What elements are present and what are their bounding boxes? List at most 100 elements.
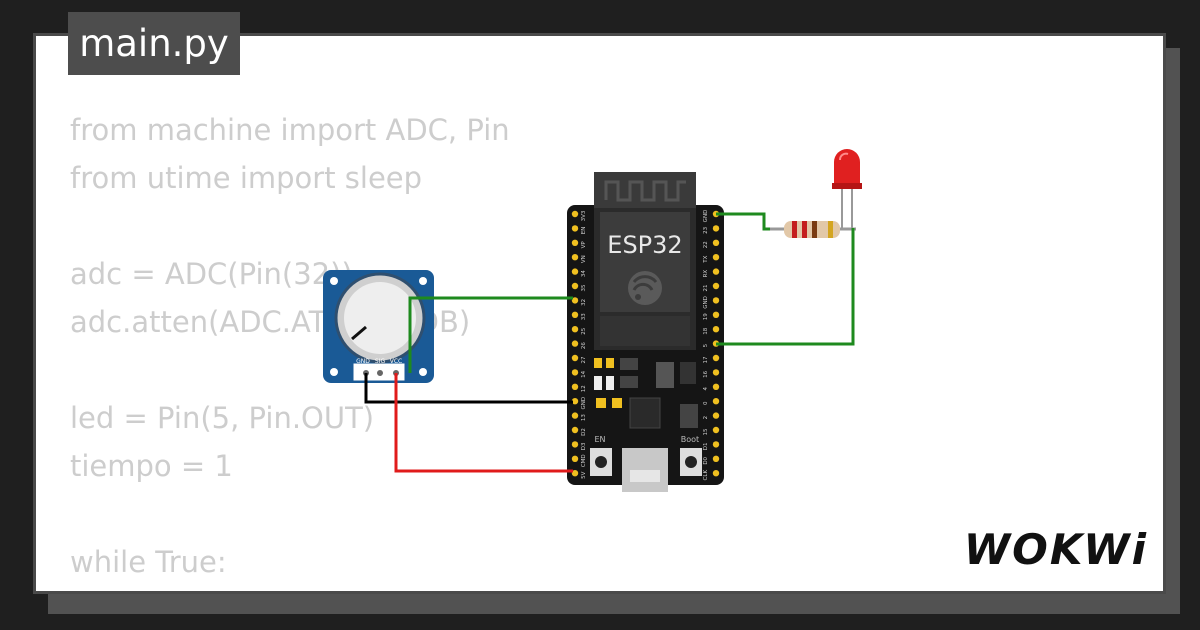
code-line: led = Pin(5, Pin.OUT) (70, 401, 375, 435)
pot-pin-sig: SIG (375, 358, 386, 365)
pin-label-right: D0 (703, 456, 709, 464)
pin-left-11[interactable] (571, 369, 579, 376)
pin-label-right: 19 (703, 313, 709, 320)
pin-label-left: 12 (581, 385, 587, 392)
pot-pin-gnd: GND (356, 358, 370, 365)
pin-right-6[interactable] (712, 297, 720, 304)
pin-label-left: VN (581, 255, 587, 263)
code-line: adc = ADC(Pin(32)) (70, 257, 353, 291)
pin-left-14[interactable] (571, 412, 579, 419)
pin-right-10[interactable] (712, 354, 720, 362)
pin-left-13[interactable] (571, 398, 579, 405)
wire-5-to-led (716, 228, 855, 346)
pin-right-16[interactable] (712, 441, 720, 448)
pin-right-7[interactable] (712, 311, 720, 318)
pin-label-left: 33 (581, 313, 587, 320)
pin-left-10[interactable] (571, 354, 579, 362)
wire-sig-to-32 (408, 296, 573, 373)
pin-right-15[interactable] (712, 426, 720, 434)
pin-left-4[interactable] (571, 268, 579, 275)
pin-label-right: 0 (703, 401, 709, 405)
pin-label-right: GND (703, 210, 709, 223)
esp32-board[interactable]: ESP32 EN Boot (567, 172, 724, 492)
pin-left-0[interactable] (571, 210, 579, 218)
pin-right-4[interactable] (712, 268, 720, 275)
pin-right-12[interactable] (712, 383, 720, 390)
pin-label-right: RX (703, 270, 709, 278)
pin-label-right: 23 (703, 226, 709, 233)
pin-right-13[interactable] (712, 398, 720, 405)
potentiometer[interactable]: GND SIG VCC (323, 270, 434, 383)
pin-left-7[interactable] (571, 311, 579, 318)
pin-label-left: 26 (581, 342, 587, 349)
pin-label-right: 18 (703, 327, 709, 334)
pin-label-left: 35 (581, 284, 587, 291)
pin-right-8[interactable] (712, 326, 720, 333)
pin-left-15[interactable] (571, 426, 579, 434)
pin-label-right: 16 (703, 370, 709, 377)
pin-label-left: 13 (581, 414, 587, 421)
pin-label-left: 27 (581, 356, 587, 363)
pin-label-right: 4 (703, 387, 709, 391)
pin-label-right: GND (703, 296, 709, 309)
pin-label-right: 5 (703, 343, 709, 347)
led[interactable] (832, 149, 862, 230)
wokwi-logo: WOKWi (963, 525, 1148, 574)
pin-right-18[interactable] (712, 470, 720, 477)
pin-left-2[interactable] (571, 239, 579, 246)
file-tab[interactable]: main.py (68, 12, 240, 75)
pot-pin-vcc: VCC (390, 358, 402, 365)
code-line: while True: (70, 545, 227, 579)
pin-left-6[interactable] (571, 297, 579, 304)
pin-left-8[interactable] (571, 326, 579, 333)
code-line: from machine import ADC, Pin (70, 113, 510, 147)
pin-left-18[interactable] (571, 470, 579, 477)
pin-label-left: 32 (581, 299, 587, 306)
pin-label-left: VP (581, 241, 587, 249)
pin-label-left: GND (581, 397, 587, 410)
pin-right-3[interactable] (712, 254, 720, 261)
pot-indicator (351, 325, 367, 341)
wire-gnd-to-resistor (716, 212, 770, 231)
pin-label-left: 25 (581, 327, 587, 334)
pin-label-right: CLK (703, 470, 709, 481)
pin-left-9[interactable] (571, 340, 579, 347)
code-line: tiempo = 1 (70, 449, 233, 483)
pin-label-right: 15 (703, 428, 709, 435)
wire-vcc (394, 373, 573, 473)
pin-label-left: CMD (581, 454, 587, 467)
pin-left-16[interactable] (571, 441, 579, 448)
espressif-logo-icon (628, 271, 662, 305)
esp32-label: ESP32 (607, 231, 682, 259)
pin-label-left: D2 (581, 428, 587, 436)
pin-right-2[interactable] (712, 239, 720, 246)
en-label: EN (594, 435, 605, 444)
pin-left-5[interactable] (571, 282, 579, 290)
pin-right-17[interactable] (712, 455, 720, 462)
pin-label-right: 17 (703, 356, 709, 363)
pin-label-right: 22 (703, 241, 709, 248)
pin-label-right: D1 (703, 443, 709, 451)
pin-label-left: 3V3 (581, 210, 587, 221)
pin-right-14[interactable] (712, 412, 720, 419)
pin-left-12[interactable] (571, 383, 579, 390)
pin-label-right: 2 (703, 416, 709, 420)
pin-left-17[interactable] (571, 455, 579, 462)
usb-port (622, 448, 668, 492)
pin-label-left: EN (581, 227, 587, 235)
pin-label-left: 34 (581, 270, 587, 277)
pin-left-3[interactable] (571, 254, 579, 261)
pin-right-1[interactable] (712, 225, 720, 232)
en-button[interactable] (590, 448, 612, 476)
pin-label-left: 14 (581, 370, 587, 377)
wire-gnd (364, 373, 573, 404)
pin-right-5[interactable] (712, 282, 720, 290)
boot-button[interactable] (680, 448, 702, 476)
pin-label-right: 21 (703, 285, 709, 292)
pin-right-11[interactable] (712, 369, 720, 376)
pin-label-left: D3 (581, 442, 587, 450)
boot-label: Boot (681, 435, 699, 444)
pin-left-1[interactable] (571, 225, 579, 232)
